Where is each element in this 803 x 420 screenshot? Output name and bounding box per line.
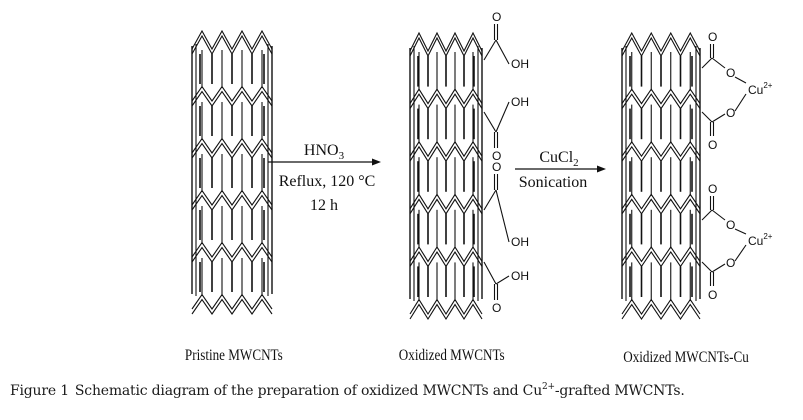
figure-number: Figure 1 [10, 383, 69, 399]
caption-superscript: 2+ [542, 382, 555, 392]
figure-caption: Figure 1 Schematic diagram of the prepara… [10, 382, 685, 400]
label-oxidized-mwcnts-cu: Oxidized MWCNTs-Cu [623, 349, 749, 366]
condition-time: 12 h [310, 197, 338, 214]
carboxyl-group: O OH [483, 95, 529, 163]
reaction-arrow-1 [268, 158, 381, 166]
condition-reflux: Reflux, 120 °C [279, 173, 376, 190]
reagent-cucl2: CuCl2 [539, 149, 578, 169]
oxidized-mwcnt-tube [409, 31, 483, 321]
caption-text-end: -grafted MWCNTs. [554, 383, 685, 399]
copper-chelate: O O O O Cu2+ [701, 182, 773, 302]
bridging-oxygen: O [726, 66, 735, 80]
pristine-mwcnt-tube [191, 29, 273, 315]
hydroxyl-label: OH [511, 269, 529, 283]
carbonyl-oxygen: O [708, 138, 717, 152]
carbonyl-oxygen: O [708, 182, 717, 196]
label-oxidized-mwcnts: Oxidized MWCNTs [398, 347, 505, 364]
copper-ion-label: Cu2+ [748, 81, 773, 97]
copper-ion-label: Cu2+ [748, 232, 773, 248]
bridging-oxygen: O [726, 218, 735, 232]
arrowhead-icon [372, 158, 381, 166]
reaction-arrow-2 [515, 165, 606, 173]
carbonyl-oxygen: O [492, 301, 501, 315]
bridging-oxygen: O [726, 106, 735, 120]
carboxyl-group: O OH [483, 160, 529, 249]
carbonyl-oxygen: O [492, 10, 501, 24]
caption-text: Schematic diagram of the preparation of … [74, 383, 543, 399]
hydroxyl-label: OH [511, 235, 529, 249]
oxidized-mwcnt-cu-tube [621, 31, 701, 320]
label-pristine-mwcnts: Pristine MWCNTs [184, 347, 283, 364]
copper-chelate: O O O O Cu2+ [701, 30, 773, 152]
bridging-oxygen: O [726, 256, 735, 270]
hydroxyl-label: OH [511, 95, 529, 109]
carbonyl-oxygen: O [492, 149, 501, 163]
carboxyl-group: O OH [483, 261, 529, 315]
carbonyl-oxygen: O [708, 30, 717, 44]
condition-sonication: Sonication [519, 174, 587, 191]
arrowhead-icon [597, 165, 606, 173]
carbonyl-oxygen: O [708, 288, 717, 302]
reagent-hno3: HNO3 [304, 142, 345, 162]
carbonyl-oxygen: O [492, 160, 501, 174]
carboxyl-group: O OH [483, 10, 529, 71]
hydroxyl-label: OH [511, 57, 529, 71]
